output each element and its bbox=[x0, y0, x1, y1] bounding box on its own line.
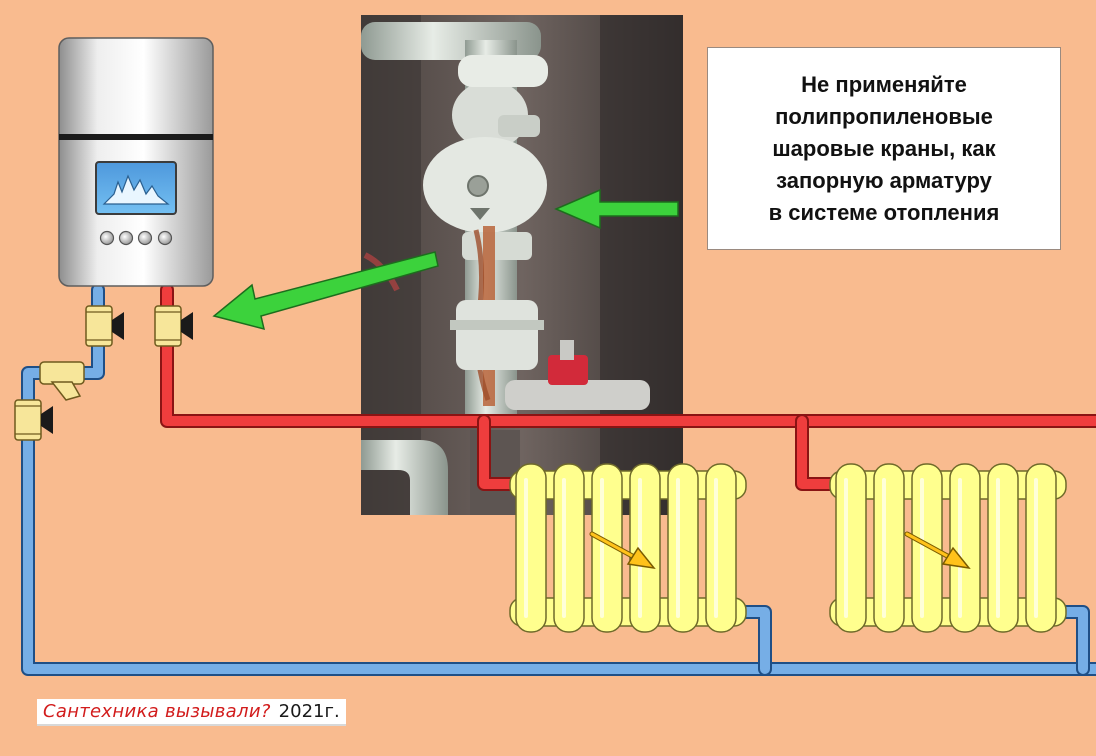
strainer-filter bbox=[39, 361, 85, 401]
radiator-section bbox=[515, 463, 547, 633]
credit-label: Сантехника вызывали? 2021г. bbox=[37, 699, 346, 726]
brass-valve-lower bbox=[14, 399, 53, 441]
flame-icon bbox=[102, 174, 170, 205]
warning-note: Не применяйте полипропиленовые шаровые к… bbox=[707, 47, 1061, 250]
gas-boiler bbox=[58, 37, 214, 287]
warning-line: шаровые краны, как bbox=[772, 135, 996, 161]
credit-year: 2021г. bbox=[278, 701, 340, 722]
radiator-left bbox=[509, 463, 747, 633]
radiator-section bbox=[987, 463, 1019, 633]
brass-valve-supply bbox=[154, 305, 193, 347]
valve-photo bbox=[361, 15, 683, 515]
radiator-section bbox=[705, 463, 737, 633]
radiator-section bbox=[667, 463, 699, 633]
warning-text: Не применяйте полипропиленовые шаровые к… bbox=[769, 69, 1000, 229]
warning-line: Не применяйте bbox=[801, 71, 967, 97]
boiler-buttons bbox=[99, 230, 173, 246]
credit-brand: Сантехника вызывали? bbox=[43, 701, 271, 722]
green-arrow-icon bbox=[554, 188, 679, 230]
brass-valve-return bbox=[85, 305, 124, 347]
radiator-section bbox=[1025, 463, 1057, 633]
radiator-right bbox=[829, 463, 1067, 633]
radiator-section bbox=[835, 463, 867, 633]
yellow-arrow-icon bbox=[589, 531, 656, 570]
radiator-section bbox=[911, 463, 943, 633]
yellow-arrow-icon bbox=[904, 531, 971, 570]
radiator-section bbox=[949, 463, 981, 633]
radiator-section bbox=[629, 463, 661, 633]
radiator-section bbox=[553, 463, 585, 633]
warning-line: в системе отопления bbox=[768, 199, 1000, 225]
warning-line: полипропиленовые bbox=[775, 103, 993, 129]
warning-line: запорную арматуру bbox=[776, 167, 992, 193]
radiator-section bbox=[873, 463, 905, 633]
green-arrow-icon bbox=[212, 251, 439, 331]
